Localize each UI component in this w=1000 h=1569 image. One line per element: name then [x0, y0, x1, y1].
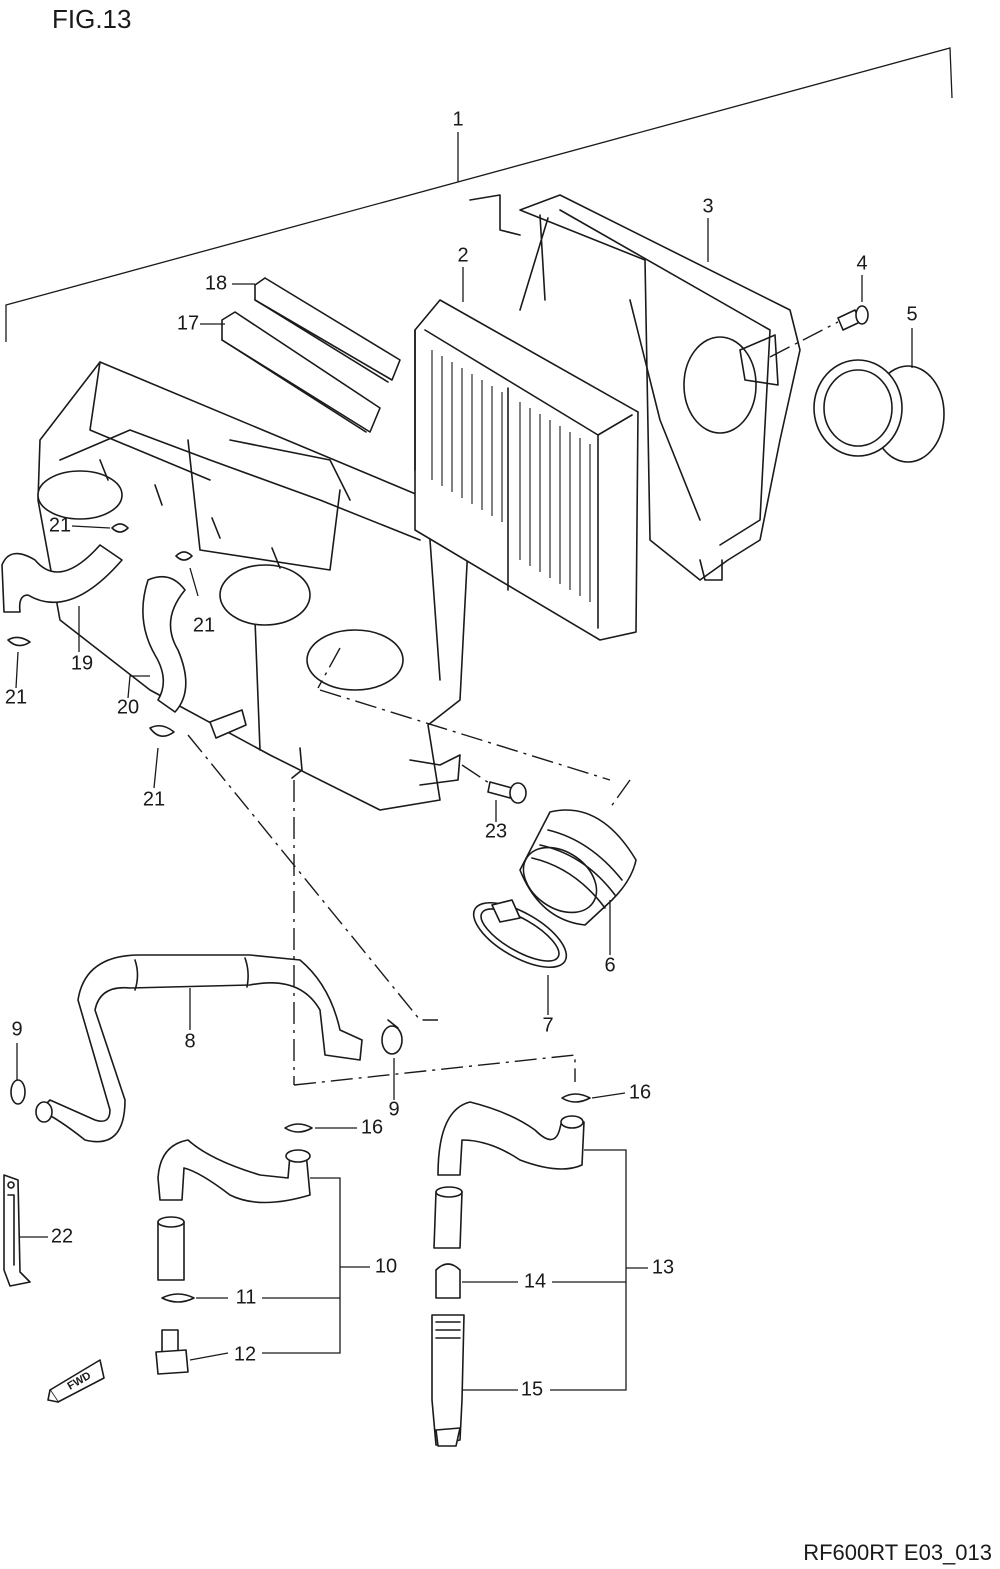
- drain-hose-19: [1, 544, 123, 613]
- part-label-7: 7: [542, 1014, 553, 1036]
- part-label-15: 15: [521, 1378, 543, 1400]
- part-label-5: 5: [906, 303, 917, 325]
- part-label-9-right: 9: [388, 1098, 399, 1120]
- part-label-4: 4: [856, 252, 867, 274]
- part-label-18: 18: [205, 272, 227, 294]
- breather-hose-8: [35, 954, 363, 1143]
- clip-16: [284, 1093, 591, 1133]
- forward-arrow: FWD: [47, 1359, 105, 1403]
- part-label-16-right: 16: [629, 1081, 651, 1103]
- part-label-2: 2: [457, 244, 468, 266]
- clip-9: [10, 1019, 403, 1105]
- part-label-13: 13: [652, 1256, 674, 1278]
- figure-title: FIG.13: [52, 4, 131, 34]
- bracket-22: [3, 1174, 31, 1287]
- part-label-22: 22: [51, 1225, 73, 1247]
- filter-pad-18: [254, 277, 401, 383]
- part-label-8: 8: [184, 1030, 195, 1052]
- part-label-21-a: 21: [49, 514, 71, 536]
- part-labels: 1 2 3 4 5 6 7 8 9 9 10 11 12 13 14 15 16…: [5, 108, 918, 1400]
- part-label-20: 20: [117, 696, 139, 718]
- clip-21: [7, 523, 193, 737]
- filter-pad-17: [221, 311, 381, 433]
- leader-lines: [15, 218, 913, 1391]
- screw-23: [487, 781, 527, 804]
- part-label-19: 19: [71, 652, 93, 674]
- part-label-21-b: 21: [193, 614, 215, 636]
- part-label-21-d: 21: [143, 788, 165, 810]
- part-label-21-c: 21: [5, 686, 27, 708]
- part-label-6: 6: [604, 954, 615, 976]
- part-label-10: 10: [375, 1255, 397, 1277]
- assembly-bracket: [5, 47, 953, 342]
- screw-4: [837, 305, 869, 331]
- part-label-14: 14: [524, 1270, 546, 1292]
- case-nipple: [209, 709, 247, 739]
- part-label-17: 17: [177, 312, 199, 334]
- part-label-3: 3: [702, 195, 713, 217]
- part-label-23: 23: [485, 820, 507, 842]
- drain-plug-assembly-10: [155, 1139, 311, 1375]
- figure-code: RF600RT E03_013: [803, 1540, 992, 1565]
- drain-hose-assembly-13: [431, 1101, 585, 1447]
- part-label-12: 12: [234, 1343, 256, 1365]
- air-cleaner-element: [414, 299, 639, 641]
- part-label-16-left: 16: [361, 1116, 383, 1138]
- clamp-7: [472, 899, 568, 969]
- drain-hose-20: [142, 575, 187, 713]
- air-cleaner-cap: [469, 194, 801, 581]
- intake-duct-5: [813, 359, 945, 463]
- part-label-11: 11: [236, 1286, 257, 1308]
- part-label-1: 1: [452, 108, 463, 130]
- air-cleaner-case: [37, 361, 469, 811]
- intake-boot-6: [519, 809, 637, 926]
- reference-lines: [187, 321, 839, 1086]
- part-label-9-left: 9: [11, 1018, 22, 1040]
